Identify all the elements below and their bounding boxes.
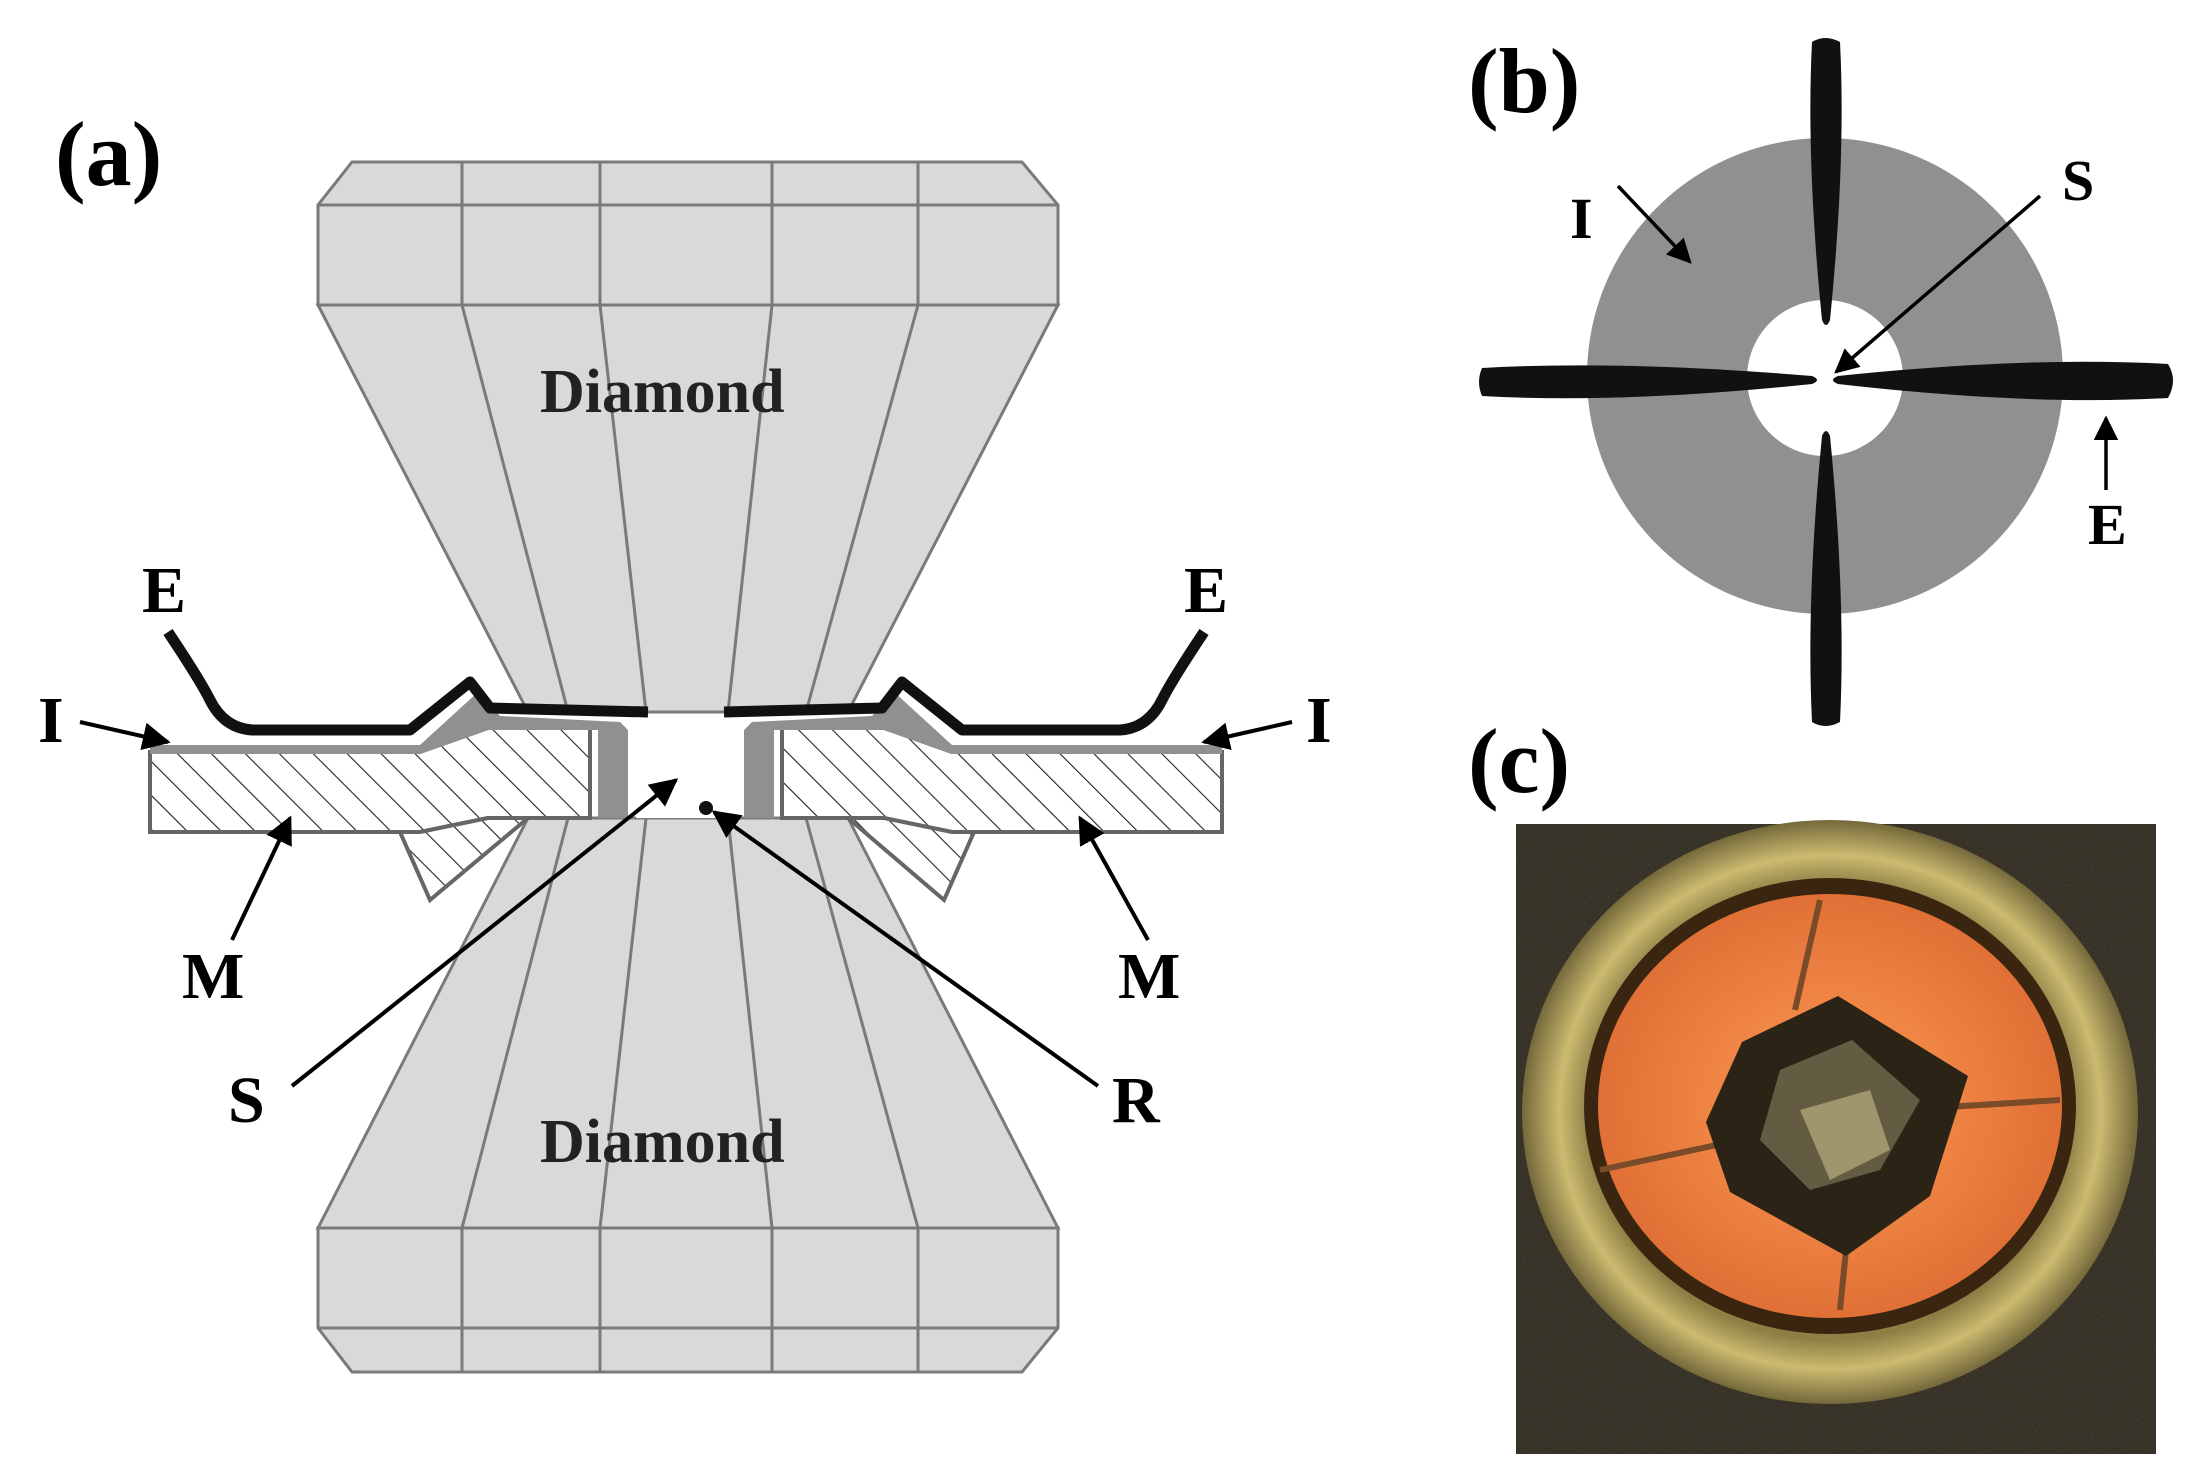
arrow-S-b [1834, 194, 2042, 374]
arrow-I-right [1201, 720, 1293, 751]
diamond-top-label: Diamond [540, 358, 785, 426]
label-S-b: S [2062, 148, 2094, 213]
panel-a-label: (a) [55, 103, 162, 205]
gasket-left-bump [396, 816, 534, 904]
panel-c-label: (c) [1468, 710, 1570, 812]
bottom-diamond-table [316, 1226, 1060, 1374]
insulator-left [150, 692, 628, 818]
diamond-bottom-label: Diamond [540, 1108, 785, 1176]
arrow-S-a [290, 778, 679, 1088]
arrow-M-right [1078, 815, 1150, 941]
panel-b-label: (b) [1468, 30, 1580, 132]
sample-chamber [636, 722, 736, 818]
insulator-ring [1587, 138, 2064, 615]
label-E-right: E [1184, 554, 1228, 627]
arrow-M-left [230, 815, 292, 941]
electrode-left [163, 628, 649, 736]
arrow-I-left [79, 720, 171, 751]
label-I-right: I [1306, 684, 1332, 757]
arrow-R [711, 810, 1100, 1088]
label-I-b: I [1570, 186, 1593, 251]
label-M-left: M [182, 940, 244, 1013]
panel-c: (c) [1468, 710, 2156, 1454]
electrode-top [1810, 38, 1842, 325]
ruby-dot [699, 801, 713, 815]
label-M-right: M [1118, 940, 1180, 1013]
insulator-right [744, 692, 1222, 818]
gasket-right-bump [842, 816, 978, 904]
panel-a: (a) Diamo [38, 103, 1332, 1374]
electrode-left [1479, 365, 1817, 399]
label-E-b: E [2088, 492, 2127, 557]
label-S-a: S [228, 1064, 265, 1137]
label-R: R [1112, 1064, 1161, 1137]
bottom-diamond [315, 816, 1061, 1374]
electrode-right [723, 628, 1209, 736]
photo-electrode-seams [1599, 899, 2061, 1311]
label-I-left: I [38, 684, 64, 757]
electrode-right [1833, 361, 2173, 401]
top-diamond [315, 160, 1061, 714]
top-diamond-table [316, 160, 1060, 307]
electrode-bottom [1810, 431, 1842, 726]
arrow-I-b [1616, 184, 1692, 264]
label-E-left: E [142, 554, 186, 627]
panel-b: (b) I S E [1468, 30, 2173, 726]
